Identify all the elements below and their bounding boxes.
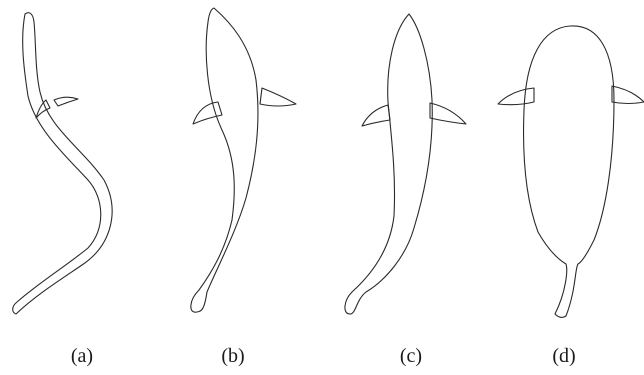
slender-undulating-body-icon xyxy=(13,13,112,314)
panel-d-label: (d) xyxy=(552,345,575,367)
right-pectoral-fin xyxy=(260,88,296,106)
left-pectoral-fin xyxy=(362,105,390,126)
rounded-body-thin-tail-icon xyxy=(498,26,644,317)
panel-d xyxy=(498,26,644,317)
streamlined-body-icon xyxy=(345,14,466,314)
elongated-body-icon xyxy=(191,8,296,312)
body-outline xyxy=(345,14,432,314)
panel-a xyxy=(13,13,112,314)
panel-c-label: (c) xyxy=(400,345,422,367)
panel-b xyxy=(191,8,296,312)
left-pectoral-fin xyxy=(498,88,534,105)
right-pectoral-fin xyxy=(430,103,466,124)
body-outline xyxy=(524,26,614,317)
right-pectoral-fin xyxy=(612,86,644,104)
body-outline xyxy=(191,8,258,312)
body-outline xyxy=(13,13,112,314)
panel-c xyxy=(345,14,466,314)
panel-b-label: (b) xyxy=(221,345,244,367)
right-pectoral-fin xyxy=(54,97,78,106)
panel-a-label: (a) xyxy=(71,345,93,367)
